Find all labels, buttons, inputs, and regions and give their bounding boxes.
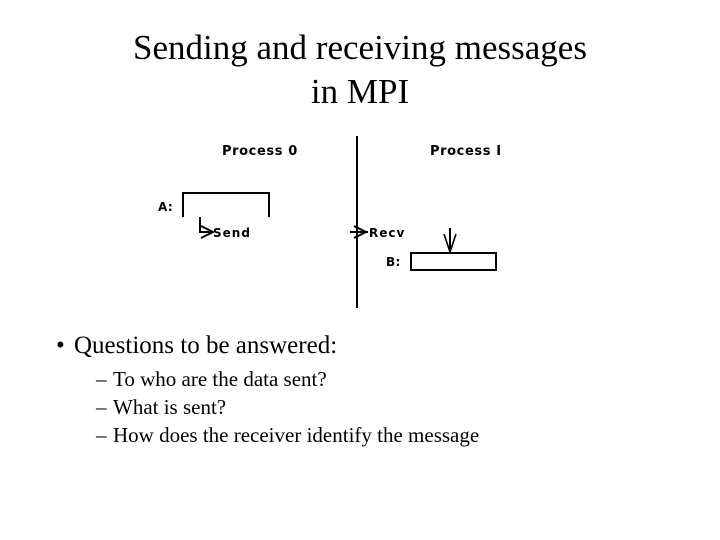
bullet-dot-icon: •	[56, 332, 65, 359]
dash-icon: –	[96, 423, 107, 447]
list-item: –To who are the data sent?	[96, 365, 720, 393]
dash-icon: –	[96, 395, 107, 419]
bullet-sub-label: What is sent?	[113, 395, 227, 419]
recv-operation-label: Recv	[369, 226, 406, 240]
bullet-main-item: • Questions to be answered:	[56, 330, 720, 361]
dash-icon: –	[96, 367, 107, 391]
process-1-label: Process I	[430, 144, 502, 159]
buffer-b-label: B:	[386, 255, 401, 269]
send-arrow-icon	[199, 217, 216, 239]
bullet-sub-label: How does the receiver identify the messa…	[113, 423, 480, 447]
bullet-sub-label: To who are the data sent?	[113, 367, 327, 391]
recv-arrow-icon	[350, 225, 369, 239]
buffer-a-label: A:	[158, 200, 174, 214]
list-item: –What is sent?	[96, 393, 720, 421]
bullet-main-label: Questions to be answered:	[74, 332, 338, 359]
process-0-label: Process 0	[222, 144, 298, 159]
message-into-b-arrow-icon	[443, 228, 457, 255]
bullet-sub-list: –To who are the data sent? –What is sent…	[0, 365, 720, 449]
buffer-a-box	[182, 192, 270, 217]
send-operation-label: Send	[213, 226, 251, 240]
bullet-content: •Questions to be answered: –To who are t…	[0, 330, 720, 449]
process-boundary-line	[356, 136, 358, 308]
slide-title: Sending and receiving messages in MPI	[0, 26, 720, 114]
slide-title-line-2: in MPI	[310, 72, 410, 111]
buffer-b-box	[410, 252, 497, 271]
slide-title-line-1: Sending and receiving messages	[133, 28, 587, 67]
list-item: –How does the receiver identify the mess…	[96, 421, 720, 449]
